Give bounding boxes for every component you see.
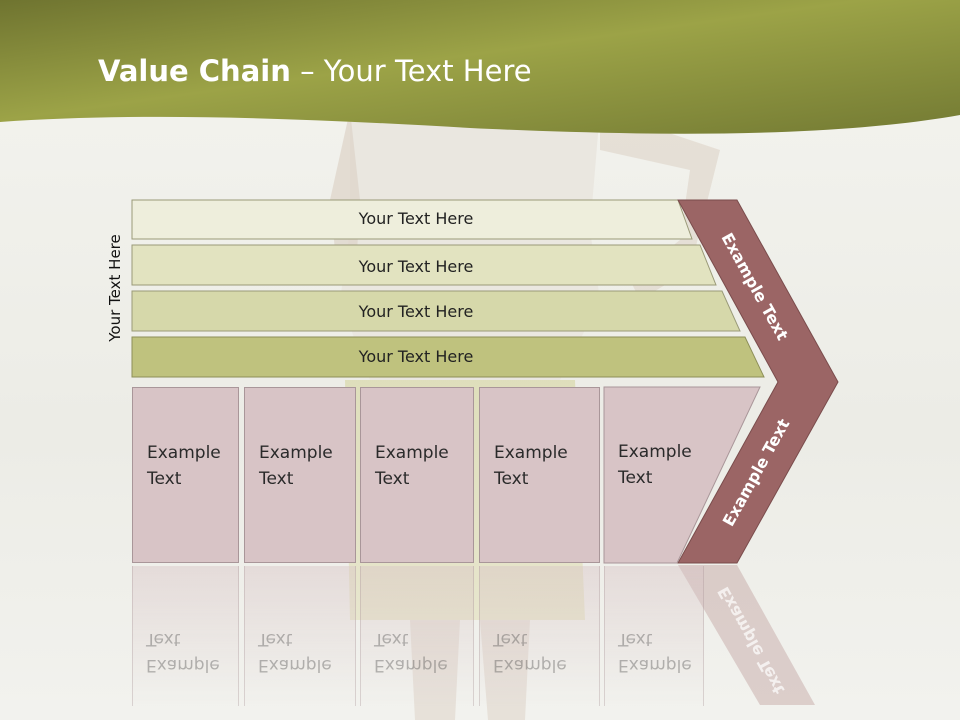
chevron-arrow-reflection <box>678 565 815 705</box>
box-2: Example Text <box>244 387 356 563</box>
box-3-text: Example Text <box>375 443 449 489</box>
box-5-reflection-text: Example Text <box>618 629 692 675</box>
bar-1-label: Your Text Here <box>358 209 474 228</box>
box-2-text: Example Text <box>259 443 333 489</box>
title-bold: Value Chain <box>98 54 291 88</box>
bar-2 <box>131 244 717 286</box>
box-1: Example Text <box>132 387 239 563</box>
box-5-reflection: Example Text <box>604 566 704 706</box>
bar-1 <box>131 199 693 240</box>
bar-2-label: Your Text Here <box>358 257 474 276</box>
header-band <box>0 0 960 134</box>
bar-4-label: Your Text Here <box>358 347 474 366</box>
box-5: Example Text <box>604 387 724 563</box>
box-5-shape <box>603 386 761 564</box>
box-3-reflection-text: Example Text <box>374 629 448 675</box>
slide-title: Value Chain – Your Text Here <box>98 54 532 88</box>
box-2-reflection-text: Example Text <box>258 629 332 675</box>
box-4-text: Example Text <box>494 443 568 489</box>
title-rest: – Your Text Here <box>290 54 532 88</box>
box-4: Example Text <box>479 387 600 563</box>
box-4-reflection-text: Example Text <box>493 629 567 675</box>
chevron-arrow <box>677 199 839 564</box>
box-4-reflection: Example Text <box>479 566 600 706</box>
bar-3 <box>131 290 741 332</box>
bar-3-label: Your Text Here <box>358 302 474 321</box>
box-1-reflection-text: Example Text <box>146 629 220 675</box>
figure-legs <box>410 620 530 720</box>
box-5-text: Example Text <box>618 442 692 488</box>
box-2-reflection: Example Text <box>244 566 356 706</box>
box-1-text: Example Text <box>147 443 221 489</box>
box-3-reflection: Example Text <box>360 566 474 706</box>
box-3: Example Text <box>360 387 474 563</box>
box-1-reflection: Example Text <box>132 566 239 706</box>
bar-4 <box>131 336 765 378</box>
